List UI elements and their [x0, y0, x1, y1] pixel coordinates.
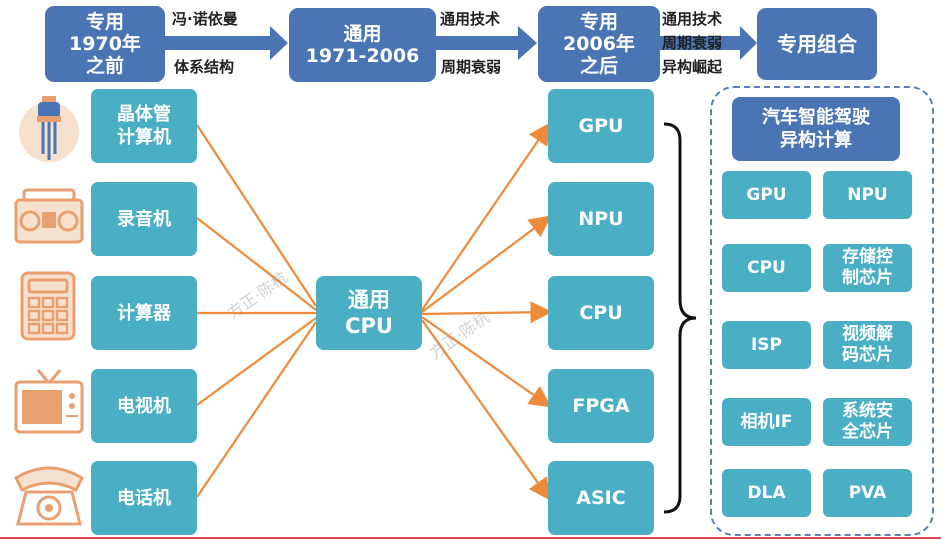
hetero-cell-video-decoder: 视频解 码芯片: [823, 321, 912, 369]
hetero-compute-group: [710, 86, 934, 536]
transition-2-bottom: 周期衰弱: [441, 58, 502, 76]
hetero-cell-pva: PVA: [823, 469, 912, 517]
radio-icon: [14, 188, 84, 244]
edge-chip-cpu: [421, 301, 553, 324]
chip-fpga: FPGA: [548, 369, 654, 443]
device-calculator: 计算器: [91, 276, 197, 350]
edge-device-1: [196, 124, 317, 307]
era-general-1971-2006: 通用 1971-2006: [289, 8, 436, 82]
edge-chip-fpga: [421, 316, 552, 408]
hetero-cell-gpu: GPU: [722, 171, 811, 219]
hetero-cell-storage-controller: 存储控 制芯片: [823, 244, 912, 292]
tv-icon: [14, 369, 84, 434]
hetero-cell-cpu: CPU: [722, 244, 811, 292]
era-dedicated-combination: 专用组合: [757, 8, 877, 80]
transition-1-bottom: 体系结构: [174, 58, 235, 76]
edge-device-4: [196, 317, 317, 406]
device-transistor-computer: 晶体管 计算机: [91, 89, 197, 163]
transistor-icon: [19, 96, 79, 162]
edge-device-2: [196, 217, 317, 311]
chip-asic: ASIC: [548, 461, 654, 535]
device-tape-recorder: 录音机: [91, 182, 197, 256]
bottom-rule: [0, 537, 941, 539]
device-telephone: 电话机: [91, 461, 197, 535]
transition-2-top: 通用技术: [440, 10, 501, 28]
transition-3-line2: 周期衰弱: [662, 34, 723, 52]
edge-chip-asic: [421, 319, 551, 501]
edge-chip-gpu: [421, 122, 551, 311]
calculator-icon: [20, 271, 76, 341]
hetero-cell-npu: NPU: [823, 171, 912, 219]
edge-chip-npu: [421, 215, 552, 313]
telephone-icon: [14, 466, 84, 526]
timeline-arrow-1: [165, 26, 288, 60]
brace: [663, 122, 697, 514]
timeline-arrow-3: [660, 26, 757, 60]
era-dedicated-pre-1970: 专用 1970年 之前: [45, 6, 165, 82]
era-dedicated-post-2006: 专用 2006年 之后: [538, 6, 660, 82]
chip-gpu: GPU: [548, 89, 654, 163]
timeline-arrow-2: [436, 26, 537, 60]
transition-1-top: 冯·诺依曼: [172, 10, 238, 28]
hetero-cell-camera-if: 相机IF: [722, 398, 811, 446]
hetero-cell-isp: ISP: [722, 321, 811, 369]
chip-npu: NPU: [548, 182, 654, 256]
edge-device-5: [196, 321, 317, 498]
general-cpu-node: 通用 CPU: [316, 276, 422, 350]
hetero-title: 汽车智能驾驶 异构计算: [732, 97, 900, 161]
hetero-cell-safety-chip: 系统安 全芯片: [823, 398, 912, 446]
chip-cpu: CPU: [548, 276, 654, 350]
transition-3-line1: 通用技术: [662, 10, 723, 28]
device-television: 电视机: [91, 369, 197, 443]
transition-3-line3: 异构崛起: [662, 58, 723, 76]
hetero-cell-dla: DLA: [722, 469, 811, 517]
